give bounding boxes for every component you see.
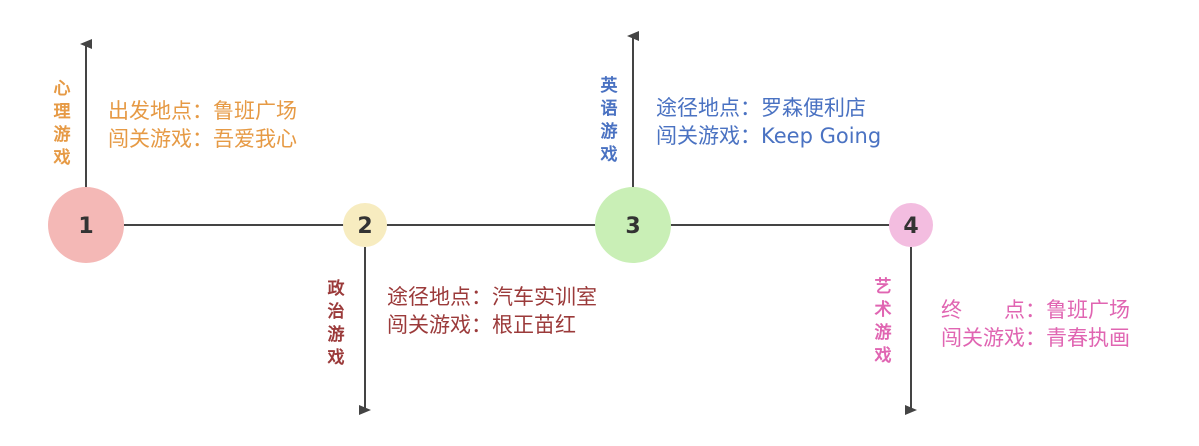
stop-node-3: 3 bbox=[595, 187, 671, 263]
category-label-stop-1: 心 理 游 戏 bbox=[53, 79, 71, 168]
category-char: 戏 bbox=[327, 347, 345, 368]
category-char: 理 bbox=[54, 102, 71, 122]
stop-game: 闯关游戏：根正苗红 bbox=[387, 313, 576, 337]
info-block-stop-4: 终 点：鲁班广场 闯关游戏：青春执画 bbox=[941, 298, 1130, 350]
info-block-stop-2: 途径地点：汽车实训室 闯关游戏：根正苗红 bbox=[387, 285, 597, 337]
category-char: 戏 bbox=[874, 345, 892, 366]
stop-location: 出发地点：鲁班广场 bbox=[108, 99, 297, 123]
stop-location: 终 点：鲁班广场 bbox=[941, 298, 1130, 322]
stop-number: 2 bbox=[357, 214, 372, 239]
category-char: 游 bbox=[601, 121, 618, 142]
stop-game: 闯关游戏：Keep Going bbox=[656, 124, 881, 148]
category-char: 游 bbox=[328, 324, 345, 345]
category-char: 艺 bbox=[875, 276, 892, 297]
stop-node-1: 1 bbox=[48, 187, 124, 263]
info-block-stop-3: 途径地点：罗森便利店 闯关游戏：Keep Going bbox=[656, 96, 881, 148]
category-char: 政 bbox=[328, 278, 346, 299]
stop-number: 1 bbox=[78, 214, 93, 239]
stop-number: 3 bbox=[625, 214, 640, 239]
stop-location: 途径地点：罗森便利店 bbox=[656, 96, 866, 120]
stop-node-2: 2 bbox=[343, 203, 387, 247]
category-char: 术 bbox=[875, 299, 892, 320]
category-char: 游 bbox=[54, 124, 71, 145]
category-label-stop-3: 英 语 游 戏 bbox=[600, 75, 619, 165]
category-char: 游 bbox=[875, 322, 892, 343]
stop-game: 闯关游戏：吾爱我心 bbox=[108, 127, 297, 151]
stop-node-4: 4 bbox=[889, 203, 933, 247]
category-char: 治 bbox=[328, 301, 345, 322]
category-char: 戏 bbox=[600, 144, 618, 165]
info-block-stop-1: 出发地点：鲁班广场 闯关游戏：吾爱我心 bbox=[108, 99, 297, 151]
category-char: 戏 bbox=[53, 147, 71, 168]
stop-game: 闯关游戏：青春执画 bbox=[941, 326, 1130, 350]
category-char: 语 bbox=[601, 99, 618, 119]
category-char: 心 bbox=[54, 79, 71, 99]
category-label-stop-4: 艺 术 游 戏 bbox=[874, 276, 892, 366]
stop-number: 4 bbox=[903, 214, 918, 239]
category-char: 英 bbox=[601, 75, 619, 96]
category-label-stop-2: 政 治 游 戏 bbox=[327, 278, 346, 368]
stop-location: 途径地点：汽车实训室 bbox=[387, 285, 597, 309]
